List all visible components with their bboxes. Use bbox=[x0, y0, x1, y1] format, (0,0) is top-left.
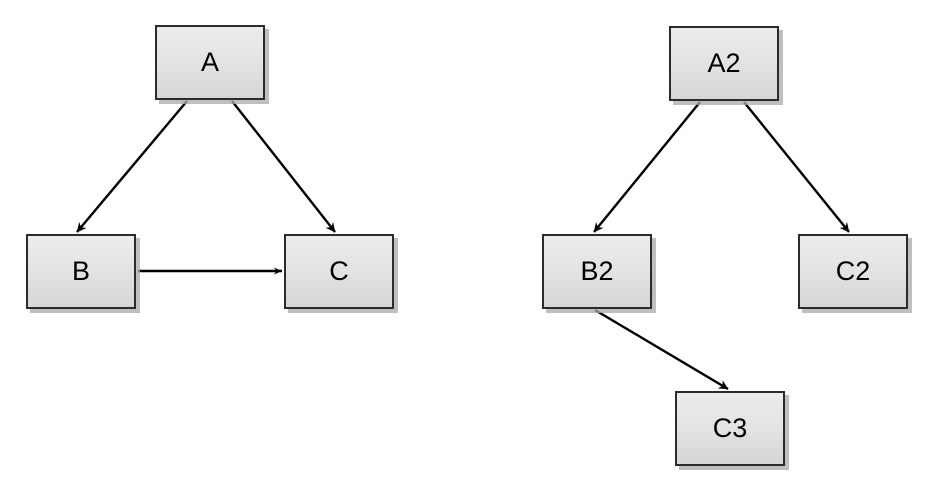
edge-b2-to-c3[interactable] bbox=[594, 308, 729, 391]
node-c[interactable]: C bbox=[284, 234, 394, 309]
edge-a2-to-c2[interactable] bbox=[743, 101, 850, 233]
node-a[interactable]: A bbox=[155, 25, 265, 100]
node-b[interactable]: B bbox=[26, 234, 136, 309]
node-a2[interactable]: A2 bbox=[669, 26, 779, 101]
node-label: B bbox=[71, 256, 90, 286]
node-c2[interactable]: C2 bbox=[798, 234, 908, 309]
edge-a-to-c[interactable] bbox=[231, 100, 336, 233]
edge-a2-to-b2[interactable] bbox=[593, 101, 701, 233]
node-label: A bbox=[200, 47, 219, 77]
edge-a-to-b[interactable] bbox=[76, 100, 188, 233]
node-label: C bbox=[329, 256, 349, 286]
node-label: C2 bbox=[835, 256, 871, 286]
node-label: C3 bbox=[712, 413, 748, 443]
node-label: B2 bbox=[580, 256, 614, 286]
node-c3[interactable]: C3 bbox=[675, 391, 785, 466]
node-b2[interactable]: B2 bbox=[542, 234, 652, 309]
node-label: A2 bbox=[707, 48, 741, 78]
